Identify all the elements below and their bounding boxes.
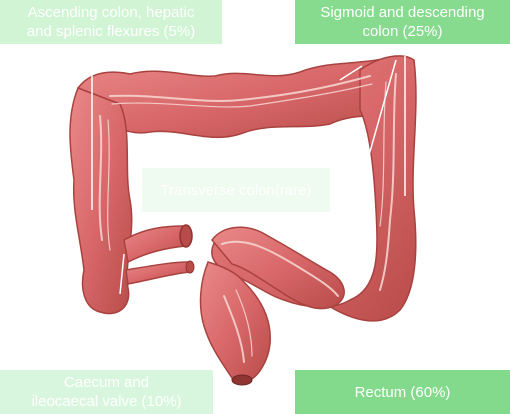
label-transverse-colon: Transverse colon(rare) [142,168,330,212]
label-caecum: Caecum and ileocaecal valve (10%) [0,370,213,414]
appendix [125,261,191,285]
anus [231,374,253,386]
label-sigmoid-descending-colon: Sigmoid and descending colon (25%) [295,0,510,44]
indicator-lines [91,56,406,295]
label-rectum: Rectum (60%) [295,370,510,414]
ileum-opening [179,224,193,248]
label-ascending-colon: Ascending colon, hepatic and splenic fle… [0,0,222,44]
terminal-ileum [123,225,187,264]
sigmoid-loop [211,226,345,310]
